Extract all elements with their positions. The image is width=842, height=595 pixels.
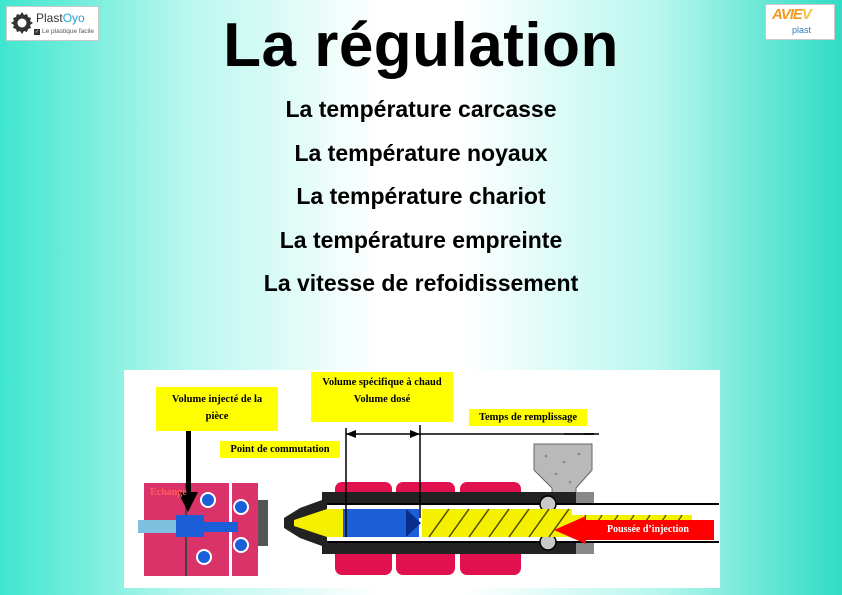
injection-diagram-drawing: [138, 425, 719, 576]
injection-push-arrow: [554, 516, 714, 544]
nozzle-melt: [294, 509, 327, 537]
topic-line: La température carcasse: [285, 96, 557, 122]
aviev-sub: plast: [792, 25, 812, 35]
screw-tip: [406, 509, 421, 537]
page-title: La régulation: [223, 11, 619, 80]
topic-list: La température carcasse La température n…: [0, 93, 842, 311]
plastoyo-logo: PlastOyo ✓Le plastique facile: [6, 6, 99, 41]
volume-injecte-line-1: Volume injecté de la: [171, 394, 263, 405]
topic-line: La température noyaux: [294, 139, 548, 166]
topic-line: La température chariot: [296, 183, 546, 209]
topic-line: La vitesse de refoidissement: [263, 270, 579, 296]
aviev-plast-logo: AVIEV plast: [765, 4, 835, 40]
plastoyo-name: PlastOyo: [36, 11, 85, 25]
down-arrow: [178, 428, 198, 512]
gear-icon: [11, 12, 33, 34]
injection-diagram: Volume injecté de la pièce Volume spécif…: [124, 370, 720, 588]
topic-line: La température empreinte: [279, 226, 563, 253]
arrow-head: [346, 430, 356, 438]
arrow-head: [410, 430, 420, 438]
volume-specifique-text: Volume spécifique à chaud: [322, 377, 442, 388]
poussee-injection-label: Poussée d’injection: [607, 524, 689, 535]
mold: [138, 483, 268, 576]
echange-label: Echange: [150, 487, 187, 498]
plastoyo-tagline: ✓Le plastique facile: [34, 28, 95, 35]
volume-injecte-line-2: pièce: [205, 411, 229, 422]
point-commutation-label: Point de commutation: [220, 441, 340, 458]
temps-remplissage-label: Temps de remplissage: [469, 409, 587, 426]
volume-dose-text: Volume dosé: [353, 394, 411, 405]
volume-injecte-label: Volume injecté de la pièce: [156, 387, 278, 431]
check-icon: ✓: [34, 29, 40, 35]
volume-specifique-label: Volume spécifique à chaud Volume dosé: [311, 372, 453, 422]
aviev-mark: AVIEV: [772, 6, 812, 23]
melt-chamber: [327, 509, 343, 537]
